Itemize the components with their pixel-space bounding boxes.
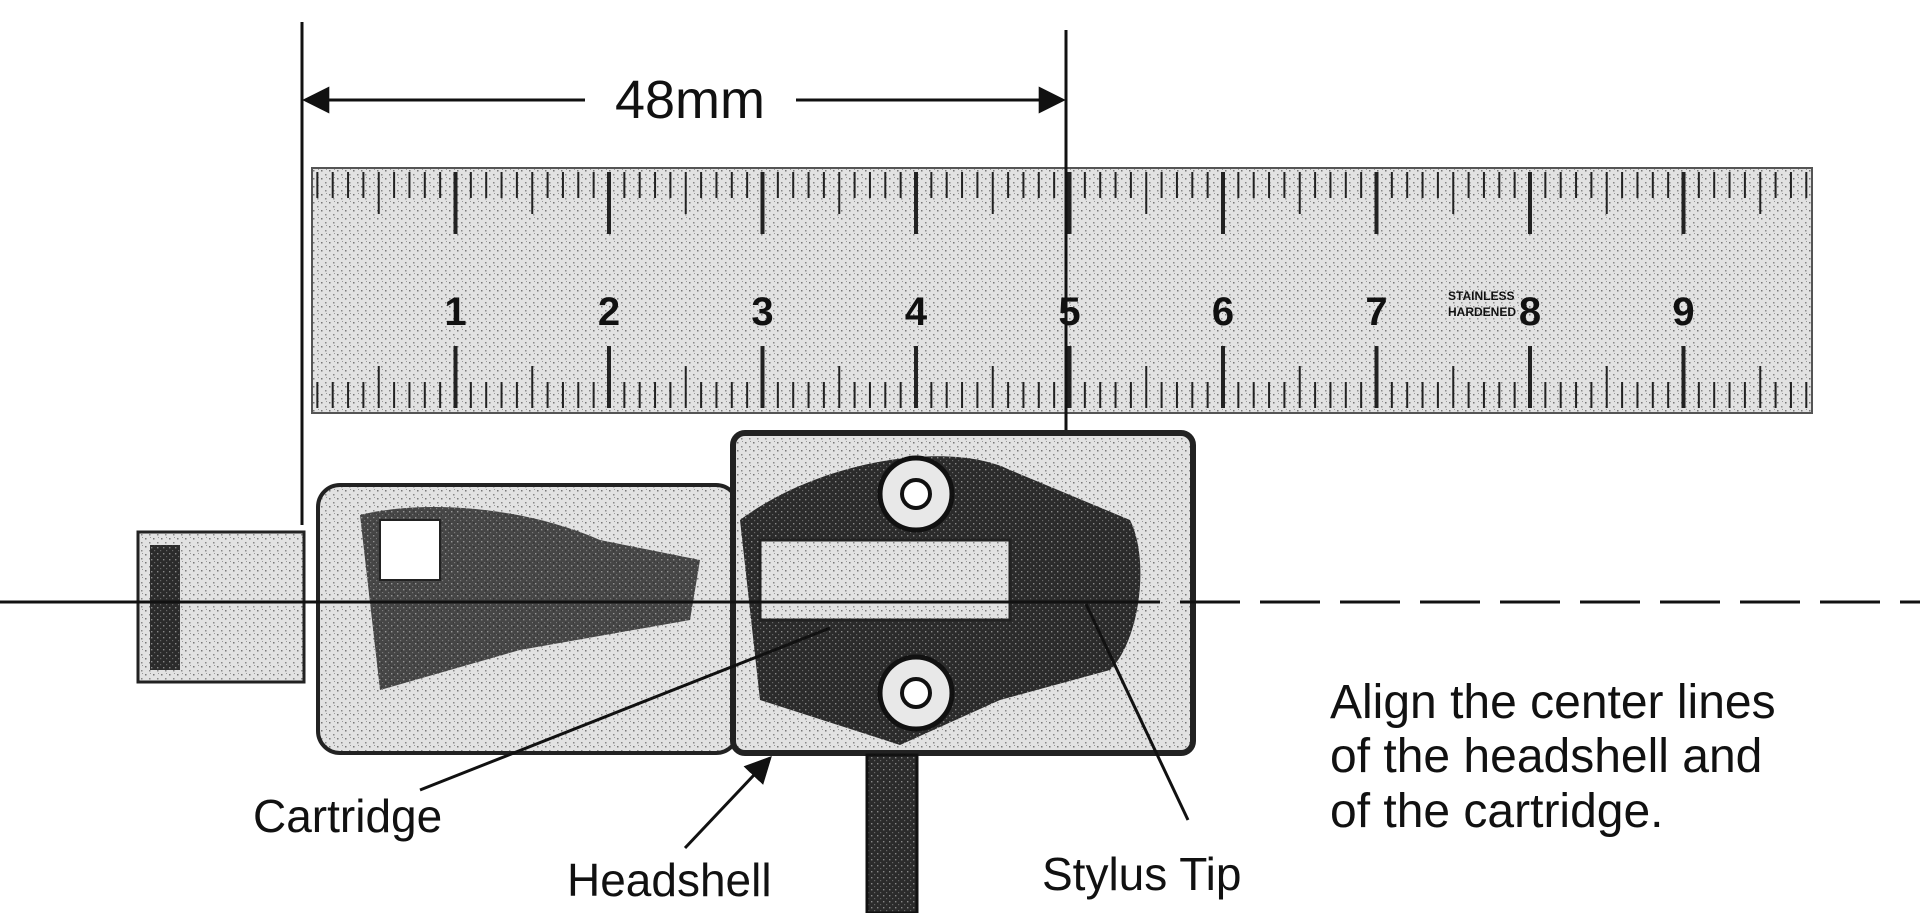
ruler-number: 1 bbox=[444, 290, 466, 334]
steel-ruler: 1 2 3 4 5 6 7 8 9 STAINLESS HARDENED bbox=[311, 167, 1813, 414]
svg-text:of the headshell and: of the headshell and bbox=[1330, 730, 1762, 783]
stylus-tip-leader bbox=[1084, 603, 1190, 821]
svg-text:Align the center lines: Align the center lines bbox=[1330, 676, 1776, 729]
ruler-number: 9 bbox=[1672, 290, 1694, 334]
ruler-imprint: STAINLESS HARDENED bbox=[1448, 289, 1516, 319]
ruler-number: 7 bbox=[1365, 290, 1387, 334]
ruler-numbers: 1 2 3 4 5 6 7 8 9 bbox=[444, 290, 1694, 334]
ruler-number: 6 bbox=[1212, 290, 1234, 334]
svg-text:of the cartridge.: of the cartridge. bbox=[1330, 785, 1664, 838]
stylus-tip-label: Stylus Tip bbox=[1042, 848, 1241, 900]
svg-text:HARDENED: HARDENED bbox=[1448, 305, 1516, 319]
ruler-number: 5 bbox=[1058, 290, 1080, 334]
headshell-leader bbox=[683, 756, 772, 850]
cartridge-label: Cartridge bbox=[253, 790, 442, 842]
dimension-label: 48mm bbox=[615, 70, 765, 130]
ruler-number: 2 bbox=[598, 290, 620, 334]
ruler-ticks-bottom bbox=[316, 346, 1808, 408]
headshell bbox=[730, 430, 1196, 913]
ruler-number: 4 bbox=[905, 290, 928, 334]
cartridge-leader bbox=[419, 626, 831, 792]
cartridge-body bbox=[136, 483, 740, 755]
instruction-text: Align the center lines of the headshell … bbox=[1330, 676, 1776, 838]
headshell-label: Headshell bbox=[567, 854, 772, 906]
tonearm-stem bbox=[865, 753, 919, 913]
ruler-ticks-top bbox=[316, 172, 1808, 234]
ruler-number: 3 bbox=[751, 290, 773, 334]
svg-text:STAINLESS: STAINLESS bbox=[1448, 289, 1514, 303]
ruler-number: 8 bbox=[1519, 290, 1541, 334]
